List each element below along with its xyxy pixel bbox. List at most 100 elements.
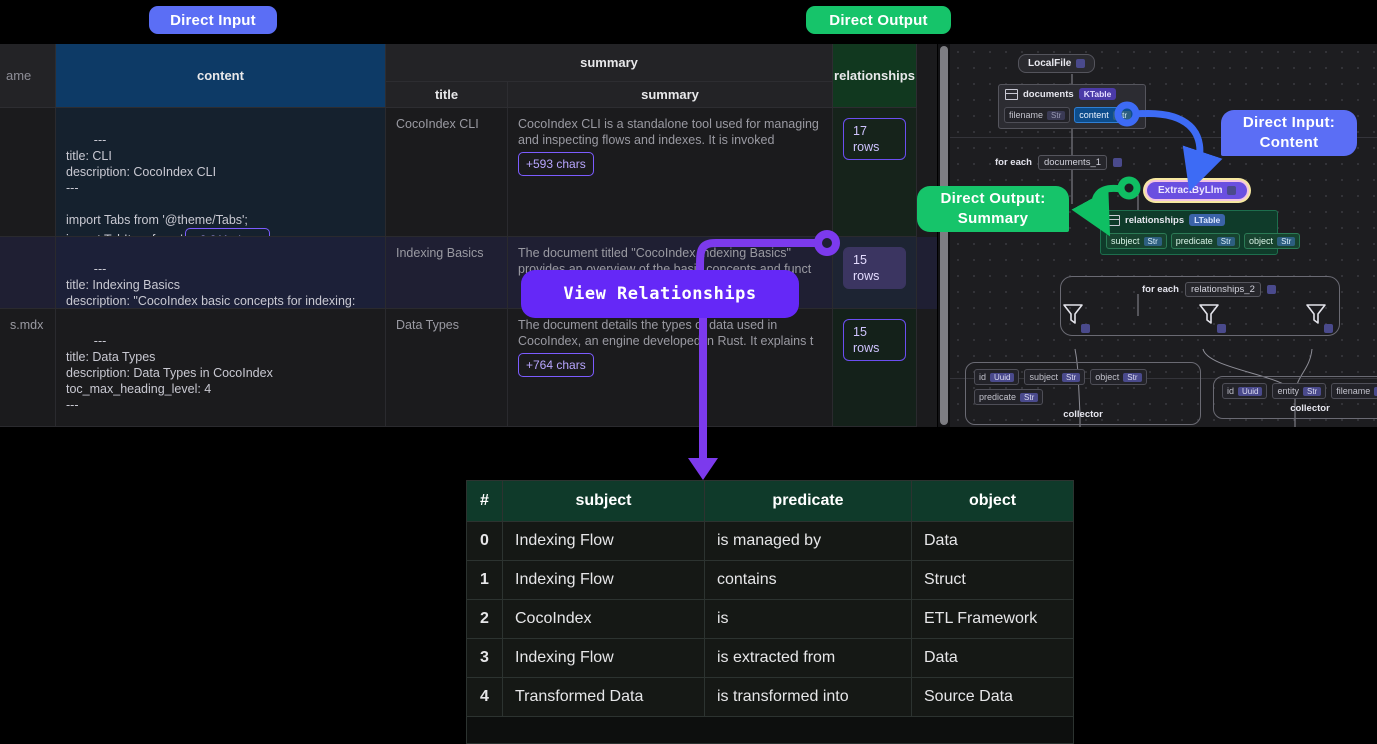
callout-direct-input-line1: Direct Input: xyxy=(1242,114,1336,131)
field-filename[interactable]: filename Str xyxy=(1004,107,1071,123)
field-predicate-type: Str xyxy=(1216,236,1236,246)
field-id-type: Uuid xyxy=(990,372,1015,382)
field-id-type: Uuid xyxy=(1238,386,1263,396)
field-content[interactable]: content Str xyxy=(1074,107,1137,123)
field-object-name: object xyxy=(1095,372,1120,382)
flow-node-documents[interactable]: documents KTable filename Str content St… xyxy=(998,84,1146,129)
field-predicate-type: Str xyxy=(1020,392,1039,402)
grid-subheader-title[interactable]: title xyxy=(386,82,508,108)
expand-icon[interactable] xyxy=(1266,285,1276,294)
cell-subject: Transformed Data xyxy=(503,678,705,717)
flow-foreach-documents: for each documents_1 xyxy=(995,155,1123,170)
flow-foreach-relationships: for each relationships_2 xyxy=(1142,282,1276,297)
field-predicate[interactable]: predicate Str xyxy=(1170,233,1241,249)
field-id[interactable]: id Uuid xyxy=(974,369,1020,385)
table-row[interactable]: s.mdx --- title: Data Types description:… xyxy=(0,309,937,427)
field-entity-name: entity xyxy=(1277,386,1299,396)
extractbyllm-label: ExtractByLlm xyxy=(1158,185,1223,196)
cell-summary-text: The document details the types of data u… xyxy=(518,318,814,348)
rows-badge[interactable]: 15 rows xyxy=(843,247,906,289)
grid-header-filename[interactable]: ame xyxy=(0,44,56,108)
collector-left-row-2: predicate Str xyxy=(974,389,1192,405)
grid-header-top: ame content summary title summary relati… xyxy=(0,44,937,108)
extractbyllm-pill[interactable]: ExtractByLlm xyxy=(1145,180,1250,201)
cell-content: --- title: Indexing Basics description: … xyxy=(56,237,386,309)
grid-header-content[interactable]: content xyxy=(56,44,386,108)
foreach-2-label: for each xyxy=(1142,284,1179,295)
relationships-head: relationships LTable xyxy=(1101,211,1277,229)
documents-type-tag: KTable xyxy=(1078,88,1117,100)
flow-loop-relationships xyxy=(1060,276,1340,336)
grid-header-summary[interactable]: summary xyxy=(386,44,833,82)
table-row[interactable]: 4 Transformed Data is transformed into S… xyxy=(467,678,1073,717)
table-row[interactable]: 3 Indexing Flow is extracted from Data xyxy=(467,639,1073,678)
field-object[interactable]: object Str xyxy=(1244,233,1301,249)
filter-funnel-3[interactable] xyxy=(1305,302,1333,333)
field-predicate[interactable]: predicate Str xyxy=(974,389,1044,405)
table-row[interactable]: 1 Indexing Flow contains Struct xyxy=(467,561,1073,600)
grid-header-relationships[interactable]: relationships xyxy=(833,44,917,108)
filter-funnel-1[interactable] xyxy=(1062,302,1090,333)
vertical-scrollbar[interactable] xyxy=(938,44,950,427)
flow-node-localfile[interactable]: LocalFile xyxy=(1018,54,1096,73)
expand-icon[interactable] xyxy=(1217,324,1226,333)
cell-filename xyxy=(0,237,56,309)
col-header-index[interactable]: # xyxy=(467,481,503,522)
cell-predicate: is extracted from xyxy=(705,639,912,678)
content-chars-chip[interactable]: +2,811 chars xyxy=(184,228,270,236)
cell-subject: CocoIndex xyxy=(503,600,705,639)
cell-index: 4 xyxy=(467,678,503,717)
flow-diagram-panel[interactable]: LocalFile documents KTable xyxy=(950,44,1377,427)
col-header-subject[interactable]: subject xyxy=(503,481,705,522)
expand-icon[interactable] xyxy=(1113,158,1123,167)
col-header-object[interactable]: object xyxy=(912,481,1073,522)
field-subject[interactable]: subject Str xyxy=(1024,369,1086,385)
filter-funnel-2[interactable] xyxy=(1198,302,1226,333)
cell-object: Struct xyxy=(912,561,1073,600)
summary-chars-chip[interactable]: +764 chars xyxy=(518,353,594,377)
field-entity[interactable]: entity Str xyxy=(1272,383,1327,399)
data-grid-panel[interactable]: ame content summary title summary relati… xyxy=(0,44,937,427)
cell-object: Source Data xyxy=(912,678,1073,717)
field-object[interactable]: object Str xyxy=(1090,369,1147,385)
expand-icon[interactable] xyxy=(1324,324,1333,333)
collector-right-row-1: id Uuid entity Str filename Str xyxy=(1222,383,1377,399)
cell-summary: The document details the types of data u… xyxy=(508,309,833,427)
expand-icon[interactable] xyxy=(1081,324,1090,333)
funnel-icon xyxy=(1063,304,1083,324)
table-row[interactable]: 0 Indexing Flow is managed by Data xyxy=(467,522,1073,561)
table-row[interactable]: --- title: CLI description: CocoIndex CL… xyxy=(0,108,937,237)
table-icon xyxy=(1005,88,1018,100)
cell-content-text: --- title: Data Types description: Data … xyxy=(66,334,273,412)
field-id[interactable]: id Uuid xyxy=(1222,383,1268,399)
cell-title: CocoIndex CLI xyxy=(386,108,508,237)
foreach-1-value: documents_1 xyxy=(1037,155,1108,170)
documents-fields: filename Str content Str xyxy=(999,103,1145,128)
cell-filename xyxy=(0,108,56,237)
cell-predicate: contains xyxy=(705,561,912,600)
rows-badge[interactable]: 15 rows xyxy=(843,319,906,361)
foreach-1: for each documents_1 xyxy=(995,155,1123,170)
field-entity-type: Str xyxy=(1302,386,1322,396)
relationships-result-table[interactable]: # subject predicate object 0 Indexing Fl… xyxy=(466,480,1074,744)
scrollbar-thumb[interactable] xyxy=(940,46,948,425)
relationships-table-header: # subject predicate object xyxy=(467,481,1073,522)
localfile-pill[interactable]: LocalFile xyxy=(1018,54,1096,73)
grid-subheader-summary[interactable]: summary xyxy=(508,82,833,108)
field-id-name: id xyxy=(979,372,987,382)
flow-collector-left[interactable]: id Uuid subject Str object Str predicate… xyxy=(965,362,1201,425)
collector-right-label: collector xyxy=(1290,403,1330,414)
summary-chars-chip[interactable]: +593 chars xyxy=(518,152,594,176)
col-header-predicate[interactable]: predicate xyxy=(705,481,912,522)
flow-node-relationships[interactable]: relationships LTable subject Str predica… xyxy=(1100,210,1301,255)
rows-badge[interactable]: 17 rows xyxy=(843,118,906,160)
flow-node-extractbyllm[interactable]: ExtractByLlm xyxy=(1145,180,1250,201)
table-row[interactable]: 2 CocoIndex is ETL Framework xyxy=(467,600,1073,639)
flow-collector-right[interactable]: id Uuid entity Str filename Str collecto… xyxy=(1213,376,1377,419)
expand-icon[interactable] xyxy=(1227,186,1237,195)
expand-icon[interactable] xyxy=(1076,59,1086,68)
cell-object: Data xyxy=(912,639,1073,678)
field-subject-name: subject xyxy=(1029,372,1058,382)
field-filename[interactable]: filename Str xyxy=(1331,383,1377,399)
field-subject[interactable]: subject Str xyxy=(1106,233,1167,249)
